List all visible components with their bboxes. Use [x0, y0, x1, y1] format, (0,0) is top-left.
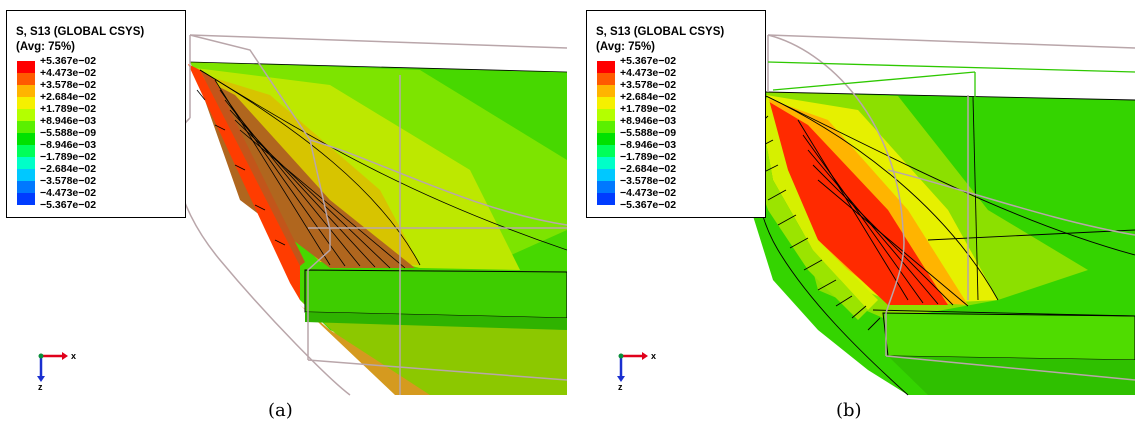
axis-triad-b [617, 352, 648, 382]
contour-legend-b: S, S13 (GLOBAL CSYS) (Avg: 75%) +5.367e−… [586, 10, 766, 218]
legend-label: −8.946e−03 [620, 139, 677, 151]
legend-label: +4.473e−02 [620, 67, 677, 79]
legend-label: −5.367e−02 [620, 199, 677, 211]
legend-label: +1.789e−02 [40, 103, 97, 115]
axis-label-x: x [651, 351, 657, 361]
scale-swatch [17, 145, 35, 157]
axis-label-x: x [71, 351, 77, 361]
legend-label: +2.684e−02 [620, 91, 677, 103]
axis-triad-a [37, 352, 68, 382]
color-scale-a [17, 61, 35, 205]
legend-title: S, S13 (GLOBAL CSYS) [16, 26, 145, 38]
scale-swatch [597, 85, 615, 97]
legend-label: +3.578e−02 [620, 79, 677, 91]
scale-swatch [17, 97, 35, 109]
scale-swatch [17, 169, 35, 181]
legend-label: −5.588e−09 [620, 127, 677, 139]
legend-label: −1.789e−02 [40, 151, 97, 163]
stress-contour-plot-a [174, 34, 567, 396]
legend-label: +8.946e−03 [40, 115, 97, 127]
legend-label: −5.367e−02 [40, 199, 97, 211]
scale-swatch [17, 193, 35, 205]
legend-label: +3.578e−02 [40, 79, 97, 91]
scale-swatch [17, 121, 35, 133]
axis-label-z: z [618, 382, 623, 392]
scale-swatch [597, 133, 615, 145]
scale-swatch [597, 181, 615, 193]
legend-label: −4.473e−02 [40, 187, 97, 199]
flange-block [882, 312, 1135, 361]
contour-band-dark [196, 75, 415, 268]
y-axis-dot-icon [618, 353, 624, 359]
legend-label: +4.473e−02 [40, 67, 97, 79]
scale-swatch [597, 109, 615, 121]
scale-swatch [17, 157, 35, 169]
contour-legend-a: S, S13 (GLOBAL CSYS) (Avg: 75%) +5.367e−… [6, 10, 186, 218]
scale-swatch [597, 61, 615, 73]
legend-subtitle: (Avg: 75%) [16, 41, 75, 53]
y-axis-dot-icon [38, 353, 44, 359]
scale-swatch [17, 133, 35, 145]
axis-label-z: z [38, 382, 43, 392]
panel-a: S, S13 (GLOBAL CSYS) (Avg: 75%) +5.367e−… [0, 0, 567, 427]
legend-label: −3.578e−02 [620, 175, 677, 187]
scale-swatch [597, 73, 615, 85]
legend-label: −2.684e−02 [40, 163, 97, 175]
legend-label: +1.789e−02 [620, 103, 677, 115]
legend-label: +2.684e−02 [40, 91, 97, 103]
edge-strip-red [188, 64, 300, 300]
scale-swatch [17, 61, 35, 73]
edge-band-yellow [760, 96, 878, 310]
legend-label: −3.578e−02 [40, 175, 97, 187]
legend-label: +5.367e−02 [40, 55, 97, 67]
caption-a: (a) [268, 400, 293, 421]
legend-label: +8.946e−03 [620, 115, 677, 127]
top-green-frame [767, 61, 1135, 97]
legend-label: −5.588e−09 [40, 127, 97, 139]
scale-swatch [597, 169, 615, 181]
contour-band-red [766, 100, 948, 305]
scale-swatch [17, 85, 35, 97]
mesh-lines [752, 91, 1135, 396]
panel-b: S, S13 (GLOBAL CSYS) (Avg: 75%) +5.367e−… [568, 0, 1135, 427]
legend-label: −4.473e−02 [620, 187, 677, 199]
scale-swatch [597, 121, 615, 133]
scale-swatch [597, 193, 615, 205]
scale-swatch [597, 145, 615, 157]
edge-strip-dark [200, 70, 305, 266]
flange-block-bottom [888, 356, 1135, 395]
scale-swatch [597, 157, 615, 169]
scale-swatch [17, 181, 35, 193]
legend-label: −8.946e−03 [40, 139, 97, 151]
scale-swatch [17, 109, 35, 121]
legend-label: −2.684e−02 [620, 163, 677, 175]
color-scale-b [597, 61, 615, 205]
undeformed-outline [767, 34, 1135, 381]
legend-label: −1.789e−02 [620, 151, 677, 163]
legend-label: +5.367e−02 [620, 55, 677, 67]
caption-b: (b) [836, 400, 862, 421]
legend-subtitle: (Avg: 75%) [596, 41, 655, 53]
flange-block [304, 269, 567, 319]
flange-block-bottom [305, 312, 567, 330]
scale-swatch [597, 97, 615, 109]
legend-title: S, S13 (GLOBAL CSYS) [596, 26, 725, 38]
scale-swatch [17, 73, 35, 85]
